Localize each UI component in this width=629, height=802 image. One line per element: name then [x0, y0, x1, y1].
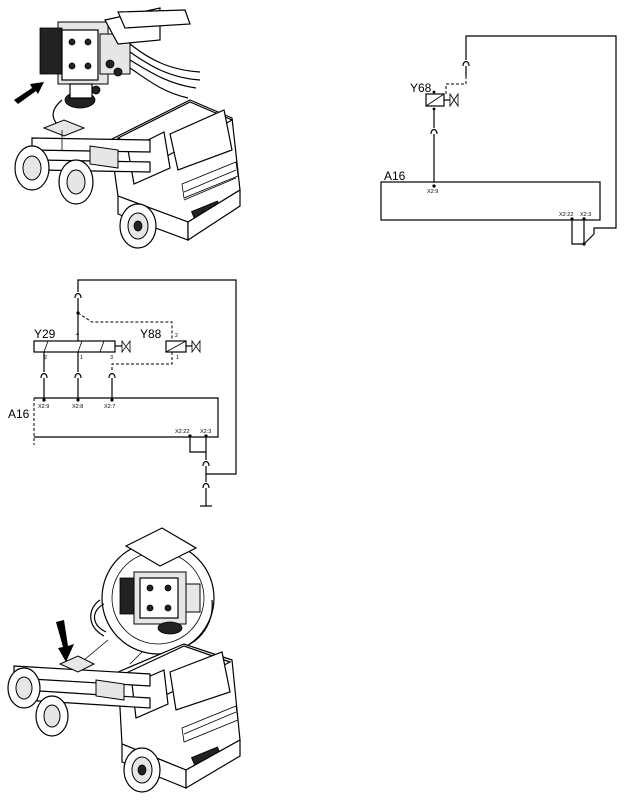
pointer-arrow-top	[14, 82, 44, 104]
label-y68: Y68	[410, 81, 432, 95]
y88-pin-2: 2	[175, 333, 178, 339]
truck-wheels-top	[14, 145, 157, 249]
y29-pin-2: 2	[44, 355, 47, 361]
a16-unit-top	[380, 181, 601, 221]
truck-illustration-top	[14, 7, 241, 249]
a16-unit-middle	[34, 397, 219, 438]
pin-x2-22-middle: X2:22	[175, 429, 189, 435]
wiring-diagram-y29-y88: Y29 4 2 1 3 Y88 2 1 A16	[8, 279, 237, 507]
label-y88: Y88	[140, 327, 162, 341]
y29-pin-1: 1	[80, 355, 83, 361]
pin-x2-9-middle: X2:9	[38, 404, 49, 410]
pin-x2-7-middle: X2:7	[104, 404, 115, 410]
truck-wheels-bottom	[7, 667, 161, 793]
pin-x2-3-middle: X2:3	[200, 429, 211, 435]
label-a16-top: A16	[384, 169, 406, 183]
label-a16-middle: A16	[8, 407, 30, 421]
pin-x2-9-top: X2:9	[427, 189, 438, 195]
truck-illustration-bottom	[7, 527, 241, 793]
y29-pin-3: 3	[110, 355, 113, 361]
wiring-diagram-y68: Y68 A16 X2:9 X2:22 X2:3	[380, 35, 617, 246]
label-y29: Y29	[34, 327, 56, 341]
pointer-arrow-bottom	[56, 620, 74, 662]
valve-block-detail-top	[39, 7, 201, 109]
y88-pin-1: 1	[176, 355, 179, 361]
pin-x2-3-top: X2:3	[580, 212, 591, 218]
valve-block-detail-bottom	[90, 527, 215, 655]
truck-chassis-bottom	[13, 655, 151, 709]
pin-x2-22-top: X2:22	[559, 212, 573, 218]
truck-chassis-top	[31, 119, 151, 173]
pin-x2-8-middle: X2:8	[72, 404, 83, 410]
